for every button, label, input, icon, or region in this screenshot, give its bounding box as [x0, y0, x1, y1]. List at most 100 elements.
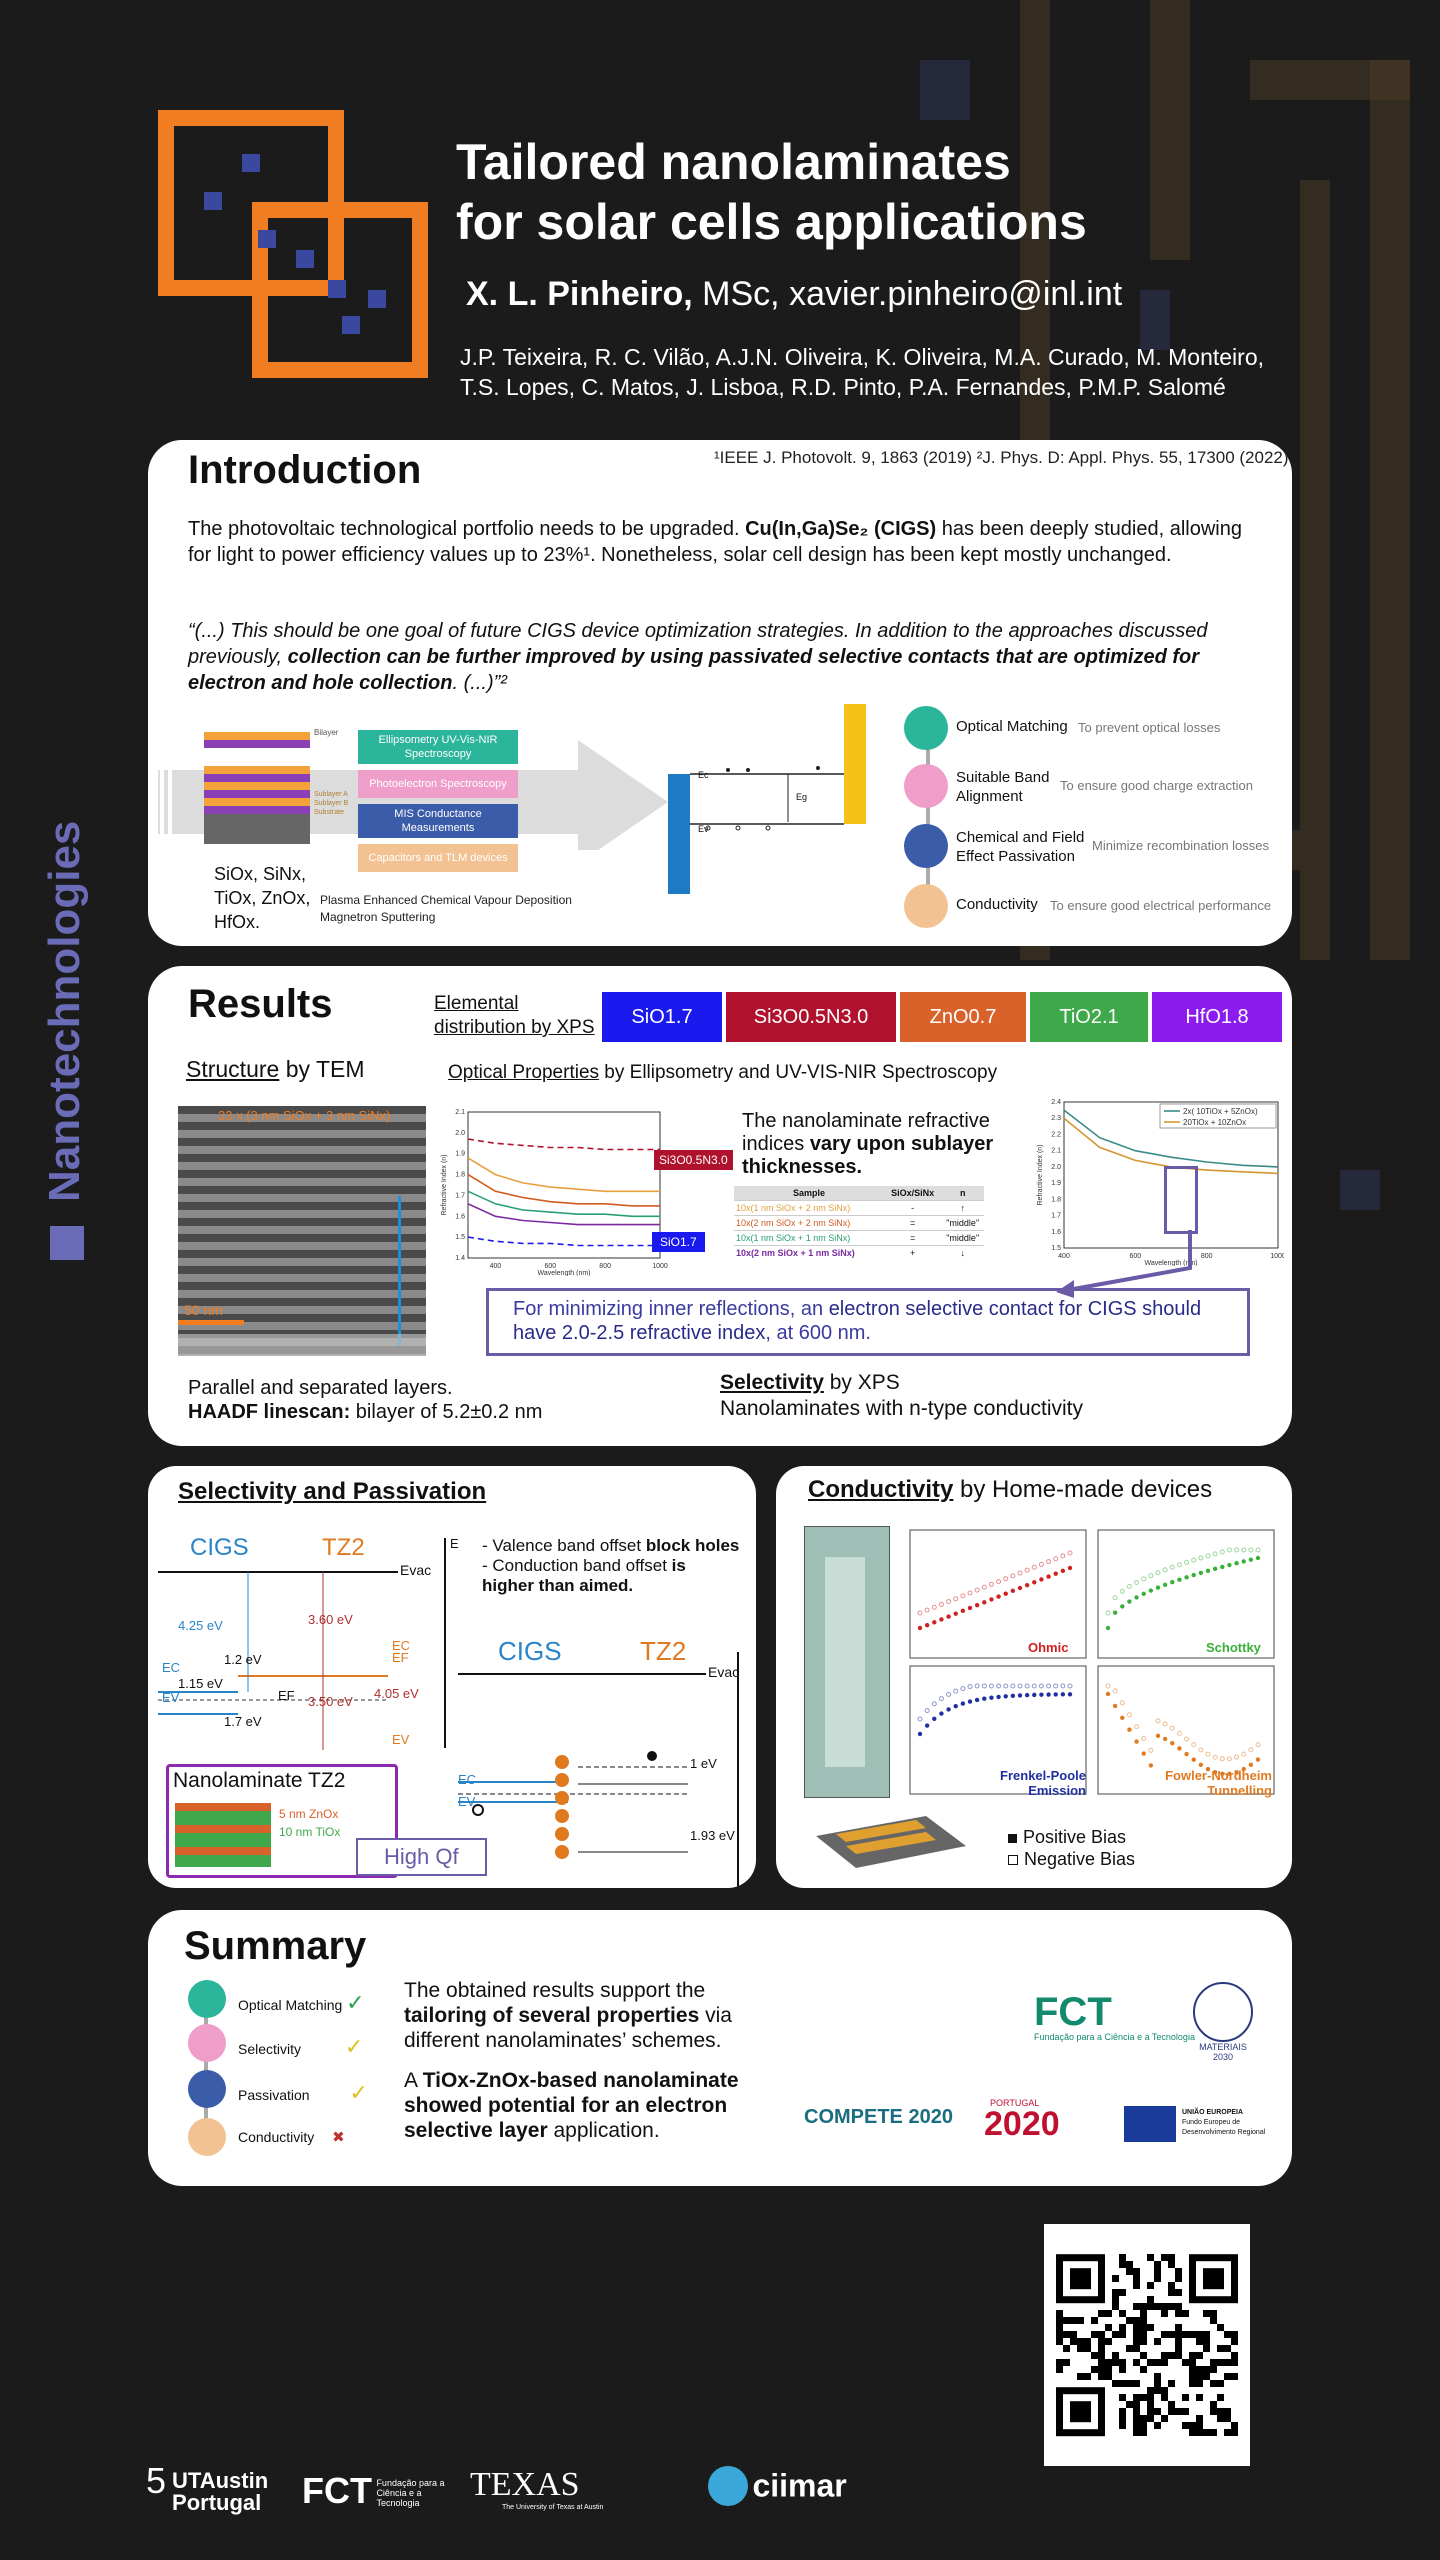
qr-module: [1224, 2415, 1231, 2422]
data-point: [1184, 1736, 1190, 1742]
data-point: [967, 1605, 973, 1611]
data-point: [1060, 1692, 1066, 1697]
energy-axis-label: E: [450, 1536, 459, 1551]
qr-module: [1112, 2352, 1119, 2359]
data-point: [931, 1701, 937, 1707]
materiais-logo: MATERIAIS 2030: [1192, 1982, 1254, 2070]
composition-zno: ZnO0.7: [900, 992, 1026, 1042]
structure-heading: Structure by TEM: [186, 1056, 365, 1082]
data-point: [996, 1594, 1001, 1599]
data-point: [982, 1696, 987, 1701]
legend-entry: 2x( 10TiOx + 5ZnOx): [1183, 1107, 1258, 1116]
data-point: [1060, 1553, 1066, 1559]
data-point: [1255, 1555, 1261, 1561]
qr-module: [1182, 2422, 1189, 2429]
qr-module: [1196, 2415, 1203, 2422]
qr-module: [1119, 2254, 1126, 2261]
qr-module: [1154, 2275, 1161, 2282]
data-point: [1017, 1683, 1023, 1689]
data-point: [1169, 1725, 1175, 1731]
band-ec-cigs: EC: [162, 1660, 181, 1675]
data-point: [1024, 1692, 1030, 1698]
qr-module: [1126, 2401, 1133, 2408]
qr-module: [1147, 2408, 1154, 2415]
qr-module: [1168, 2331, 1175, 2338]
y-tick-label: 2.1: [1051, 1148, 1061, 1155]
qr-module: [1140, 2352, 1147, 2359]
qr-module: [1105, 2310, 1112, 2317]
data-point: [1112, 1610, 1118, 1615]
data-point: [1067, 1683, 1073, 1689]
qr-module: [1091, 2317, 1098, 2324]
summary-optical-dot: [188, 1980, 226, 2018]
qr-module: [1140, 2394, 1147, 2401]
qr-module: [1210, 2408, 1217, 2415]
qr-module: [1203, 2366, 1210, 2373]
y-tick-label: 1.8: [455, 1172, 465, 1179]
data-point: [1031, 1564, 1037, 1570]
qr-module: [1056, 2359, 1063, 2366]
data-point: [1170, 1741, 1175, 1746]
series-line: [467, 1236, 660, 1247]
qr-module: [1196, 2366, 1203, 2373]
qr-module: [1133, 2282, 1140, 2289]
background-decoration: [920, 60, 970, 120]
qr-module: [1147, 2401, 1154, 2408]
qr-module: [1147, 2415, 1154, 2422]
qr-module: [1126, 2345, 1133, 2352]
data-point: [1105, 1625, 1111, 1631]
qr-module: [1196, 2331, 1203, 2338]
data-point: [953, 1611, 958, 1616]
qr-module: [1217, 2380, 1224, 2387]
qr-module: [1063, 2317, 1070, 2324]
qr-code[interactable]: [1044, 2224, 1250, 2466]
qr-module: [1133, 2345, 1140, 2352]
qr-module: [1196, 2373, 1203, 2380]
qr-module: [1189, 2366, 1196, 2373]
conductivity-card: Conductivity by Home-made devices Ohmic …: [776, 1466, 1292, 1888]
value-3-50: 3.50 eV: [308, 1694, 353, 1709]
qr-module: [1189, 2429, 1196, 2436]
data-point: [1010, 1693, 1016, 1699]
data-point: [946, 1599, 952, 1605]
structure-caption: Parallel and separated layers. HAADF lin…: [188, 1377, 543, 1423]
band-offset-bullets: - Valence band offset block holes - Cond…: [482, 1536, 740, 1595]
summary-passivation: Passivation ✓: [238, 2080, 368, 2105]
qr-module: [1189, 2373, 1196, 2380]
qr-finder: [1070, 2268, 1091, 2290]
qr-module: [1161, 2394, 1168, 2401]
band-label-eg: Eg: [796, 792, 808, 802]
data-point: [1227, 1562, 1232, 1568]
data-point: [1024, 1567, 1030, 1573]
iv-fit-plots: [909, 1529, 1275, 1795]
data-point: [1032, 1692, 1037, 1698]
author-email[interactable]: xavier.pinheiro@inl.int: [789, 275, 1123, 313]
intro-paragraph: The photovoltaic technological portfolio…: [188, 518, 1242, 566]
data-point: [996, 1694, 1001, 1700]
data-point: [932, 1716, 937, 1722]
qr-module: [1168, 2352, 1175, 2359]
nanolaminate-stack-icon: [175, 1803, 271, 1867]
data-point: [1219, 1549, 1225, 1555]
samples-table: Sample SiOx/SiNx n 10x(1 nm SiOx + 2 nm …: [734, 1186, 984, 1260]
qr-module: [1196, 2380, 1203, 2387]
qr-module: [1168, 2303, 1175, 2310]
qr-module: [1119, 2394, 1126, 2401]
y-tick-label: 1.5: [1051, 1245, 1061, 1252]
data-point: [1032, 1580, 1037, 1585]
data-point: [1010, 1683, 1016, 1689]
property-band-desc: To ensure good charge extraction: [1060, 778, 1253, 793]
chart1-label-sio: SiO1.7: [652, 1232, 705, 1252]
summary-selectivity: Selectivity ✓: [238, 2034, 364, 2059]
qr-module: [1056, 2317, 1063, 2324]
qr-module: [1224, 2408, 1231, 2415]
qr-module: [1105, 2366, 1112, 2373]
qr-module: [1182, 2408, 1189, 2415]
qr-module: [1140, 2366, 1147, 2373]
data-point: [960, 1608, 966, 1614]
composition-sio: SiO1.7: [602, 992, 722, 1042]
data-point: [946, 1614, 951, 1619]
background-decoration: [1340, 1170, 1380, 1210]
data-point: [946, 1707, 951, 1712]
selectivity-passivation-card: Selectivity and Passivation CIGS TZ2 4.2…: [148, 1466, 756, 1888]
